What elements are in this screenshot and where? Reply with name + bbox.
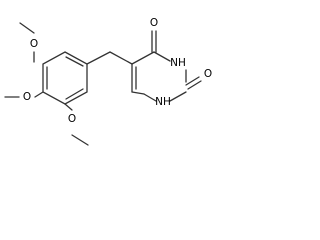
atom-label-n1: NH bbox=[155, 96, 171, 108]
bond-c5-c4 bbox=[131, 51, 155, 65]
bond-o-ring-middle bbox=[34, 91, 44, 98]
atom-label-o-para: O bbox=[23, 91, 31, 103]
bond-c6-edge bbox=[131, 91, 145, 95]
atom-label-o-c4: O bbox=[150, 17, 158, 29]
bond-n1-c6 bbox=[143, 93, 157, 102]
bond-c4-n3 bbox=[153, 51, 171, 62]
bond-ch2-c5 bbox=[109, 51, 133, 65]
bond-c2-o-double-a bbox=[185, 76, 200, 86]
atom-label-o-c2: O bbox=[204, 68, 212, 80]
bond-methyl-top bbox=[19, 22, 35, 34]
bond-c2-n1 bbox=[169, 91, 187, 102]
bond-c2-o-double-b bbox=[187, 80, 202, 90]
atom-label-o-meta-bottom: O bbox=[68, 113, 76, 125]
structure-diagram: O O O O NH O NH bbox=[4, 17, 212, 146]
bond-methyl-bottom bbox=[71, 134, 89, 146]
bond-o-ring-bottom bbox=[64, 103, 73, 111]
atom-label-n3: NH bbox=[170, 57, 186, 69]
benzene-ring bbox=[42, 51, 88, 105]
benzene-inner-bond-1 bbox=[65, 56, 84, 67]
bond-ring-ch2 bbox=[86, 51, 111, 65]
atom-label-o-meta-top: O bbox=[30, 38, 38, 50]
benzene-inner-bond-2 bbox=[65, 88, 84, 100]
